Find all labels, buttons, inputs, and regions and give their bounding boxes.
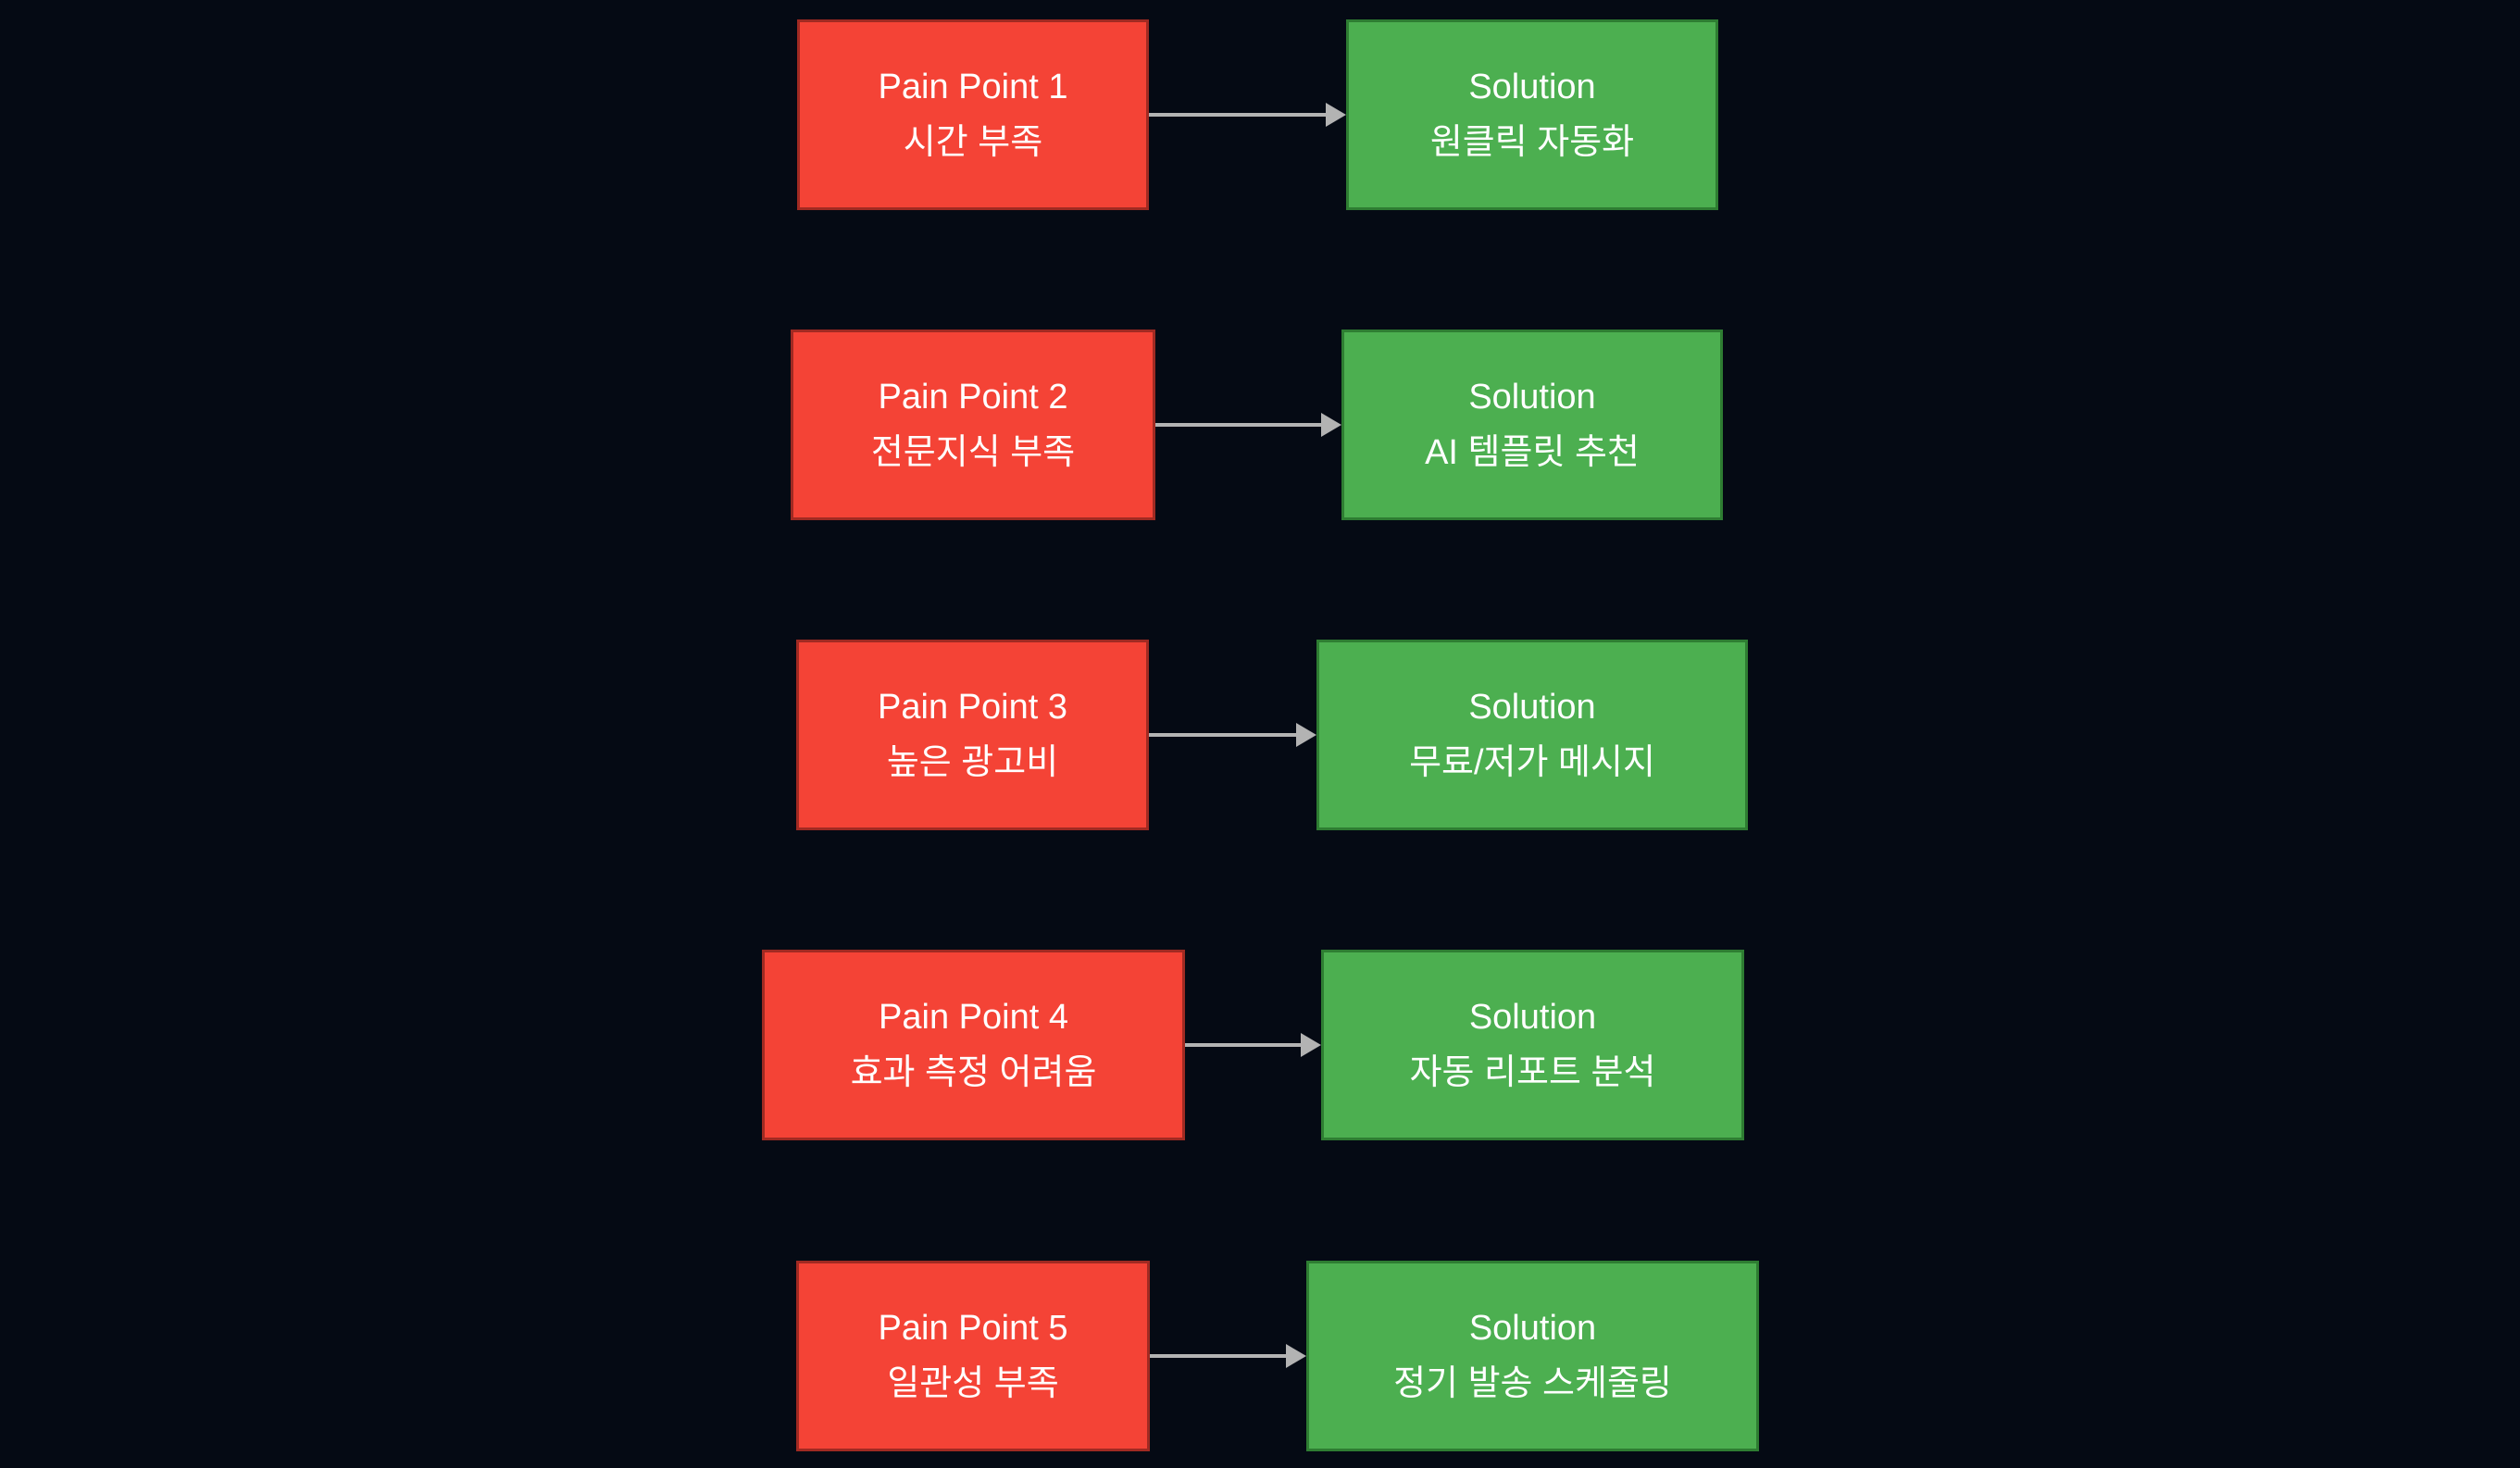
arrow-line xyxy=(1155,423,1323,427)
arrow-line xyxy=(1150,1354,1288,1358)
arrow-line xyxy=(1149,113,1328,117)
pain-point-box: Pain Point 3 높은 광고비 xyxy=(796,640,1149,830)
pain-point-title: Pain Point 2 xyxy=(878,378,1068,417)
arrow-line xyxy=(1149,733,1298,737)
pain-point-subtitle: 효과 측정 어려움 xyxy=(850,1053,1097,1092)
arrow-head-icon xyxy=(1296,723,1316,747)
solution-title: Solution xyxy=(1468,68,1596,106)
arrow-head-icon xyxy=(1286,1344,1306,1368)
arrow-head-icon xyxy=(1326,103,1346,127)
diagram-row: Pain Point 4 효과 측정 어려움 Solution 자동 리포트 분… xyxy=(0,950,2520,1140)
pain-point-subtitle: 시간 부족 xyxy=(903,123,1043,162)
solution-subtitle: AI 템플릿 추천 xyxy=(1425,433,1640,472)
pain-point-box: Pain Point 4 효과 측정 어려움 xyxy=(762,950,1185,1140)
pain-point-title: Pain Point 3 xyxy=(878,688,1067,727)
pain-point-title: Pain Point 5 xyxy=(878,1309,1068,1348)
diagram-row: Pain Point 3 높은 광고비 Solution 무료/저가 메시지 xyxy=(0,640,2520,830)
arrow-head-icon xyxy=(1301,1033,1321,1057)
arrow-line xyxy=(1185,1043,1303,1047)
solution-box: Solution 정기 발송 스케줄링 xyxy=(1306,1261,1759,1451)
solution-box: Solution 무료/저가 메시지 xyxy=(1316,640,1748,830)
pain-point-box: Pain Point 2 전문지식 부족 xyxy=(791,330,1155,520)
solution-subtitle: 원클릭 자동화 xyxy=(1429,123,1635,162)
solution-box: Solution 원클릭 자동화 xyxy=(1346,19,1718,210)
diagram-row: Pain Point 2 전문지식 부족 Solution AI 템플릿 추천 xyxy=(0,330,2520,520)
pain-point-subtitle: 높은 광고비 xyxy=(886,743,1059,782)
pain-point-box: Pain Point 5 일관성 부족 xyxy=(796,1261,1150,1451)
solution-title: Solution xyxy=(1468,998,1597,1037)
solution-subtitle: 무료/저가 메시지 xyxy=(1409,743,1655,782)
solution-subtitle: 정기 발송 스케줄링 xyxy=(1393,1364,1672,1403)
solution-title: Solution xyxy=(1468,1309,1597,1348)
solution-box: Solution 자동 리포트 분석 xyxy=(1321,950,1744,1140)
pain-point-box: Pain Point 1 시간 부족 xyxy=(797,19,1149,210)
pain-point-title: Pain Point 1 xyxy=(878,68,1068,106)
solution-subtitle: 자동 리포트 분석 xyxy=(1409,1053,1656,1092)
pain-point-title: Pain Point 4 xyxy=(879,998,1068,1037)
solution-title: Solution xyxy=(1468,378,1596,417)
solution-box: Solution AI 템플릿 추천 xyxy=(1341,330,1723,520)
diagram-row: Pain Point 5 일관성 부족 Solution 정기 발송 스케줄링 xyxy=(0,1261,2520,1451)
arrow-head-icon xyxy=(1321,413,1341,437)
solution-title: Solution xyxy=(1468,688,1596,727)
diagram-row: Pain Point 1 시간 부족 Solution 원클릭 자동화 xyxy=(0,19,2520,210)
pain-point-subtitle: 일관성 부족 xyxy=(887,1364,1059,1403)
pain-point-subtitle: 전문지식 부족 xyxy=(870,433,1076,472)
